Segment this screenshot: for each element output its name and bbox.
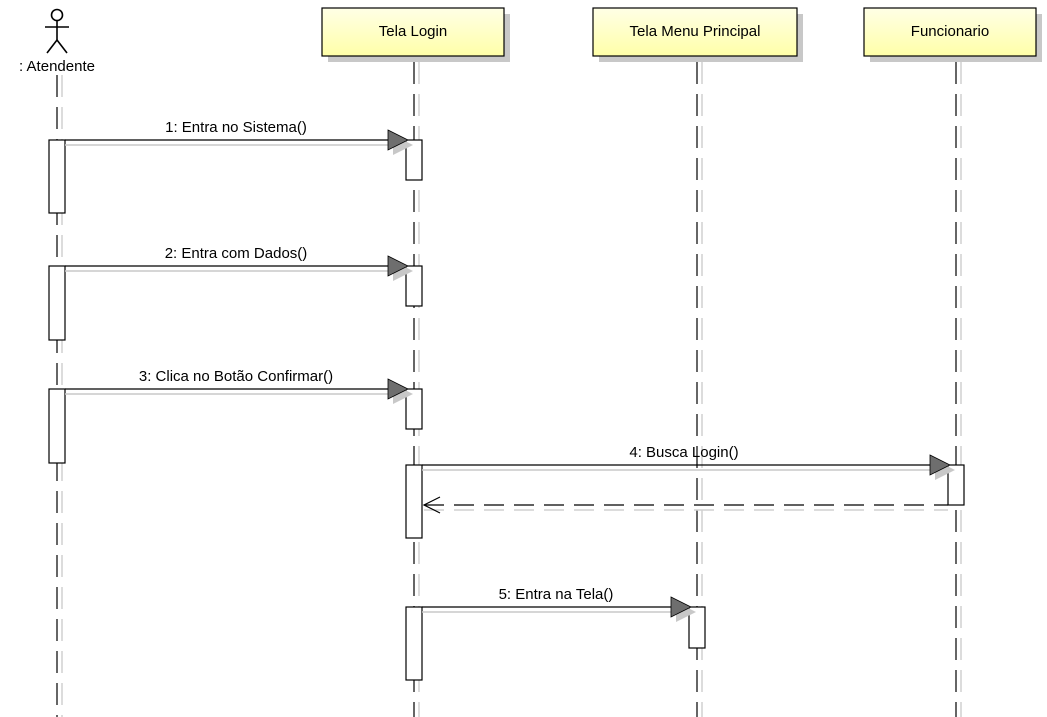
message-label-2: 2: Entra com Dados() [165,245,308,262]
message-1: 1: Entra no Sistema() [65,119,413,155]
message-return [422,496,948,514]
actor-label: : Atendente [19,58,95,75]
message-2: 2: Entra com Dados() [65,245,413,281]
actor-stick-figure-icon [45,8,69,54]
lifeline-funcionario [955,62,962,717]
arrowhead-icon [670,596,692,618]
activation-bar-actor-2 [48,265,66,341]
activation-bar-tela-login-3 [405,388,423,430]
activation-bar-actor-3 [48,388,66,464]
arrowhead-icon [387,129,409,151]
message-3: 3: Clica no Botão Confirmar() [65,368,413,404]
message-5: 5: Entra na Tela() [422,586,696,622]
activation-bar-funcionario-1 [947,464,965,506]
activation-bars [48,139,965,681]
message-4: 4: Busca Login() [422,444,955,480]
arrowhead-icon [929,454,951,476]
message-label-3: 3: Clica no Botão Confirmar() [139,368,333,385]
arrowhead-icon [387,255,409,277]
lifeline-box-tela-login: Tela Login [321,7,510,62]
open-arrowhead-icon [422,496,441,514]
activation-bar-tela-login-2 [405,265,423,307]
lifeline-box-tela-menu-principal: Tela Menu Principal [592,7,803,62]
lifeline-label-funcionario: Funcionario [911,23,989,40]
activation-bar-actor-1 [48,139,66,214]
activation-bar-tela-login-1 [405,139,423,181]
lifeline-label-tela-menu-principal: Tela Menu Principal [630,23,761,40]
activation-bar-tela-login-5 [405,606,423,681]
activation-bar-tela-menu-principal-1 [688,606,706,649]
lifeline-box-funcionario: Funcionario [863,7,1042,62]
message-label-5: 5: Entra na Tela() [499,586,614,603]
lifeline-label-tela-login: Tela Login [379,23,447,40]
message-label-1: 1: Entra no Sistema() [165,119,307,136]
arrowhead-icon [387,378,409,400]
activation-bar-tela-login-4 [405,464,423,539]
message-label-4: 4: Busca Login() [629,444,738,461]
